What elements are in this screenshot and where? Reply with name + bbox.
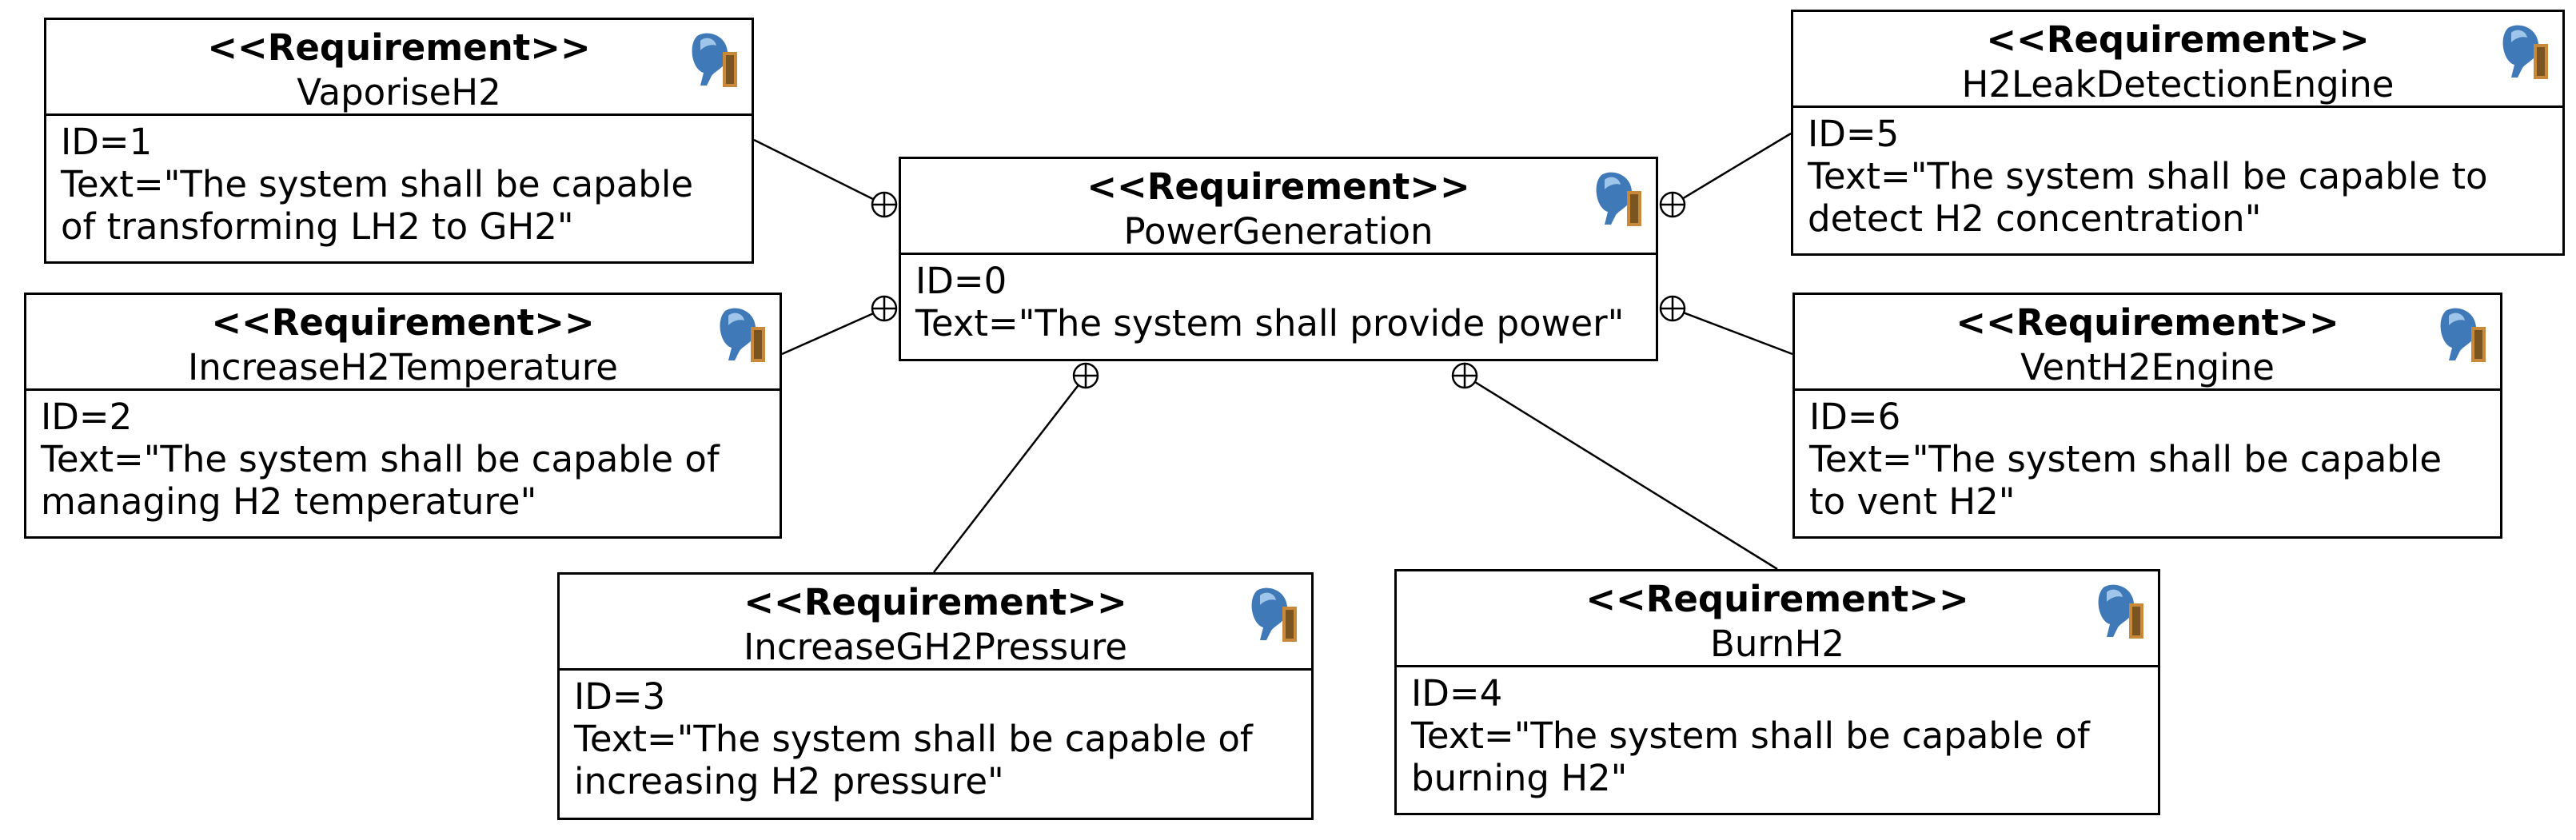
requirement-text-line: increasing H2 pressure" xyxy=(574,760,1004,802)
requirement-body: ID=5 Text="The system shall be capable t… xyxy=(1793,108,2562,240)
requirement-name: VentH2Engine xyxy=(2020,346,2275,388)
requirement-text-line: managing H2 temperature" xyxy=(41,480,537,523)
requirement-id: ID=1 xyxy=(61,121,153,163)
requirement-header: <<Requirement>> IncreaseH2Temperature xyxy=(26,295,780,391)
requirement-text-line: Text="The system shall be capable of xyxy=(1411,715,2090,757)
requirement-icon xyxy=(2431,303,2489,364)
requirement-id: ID=4 xyxy=(1411,672,1503,715)
requirement-text-line: of transforming LH2 to GH2" xyxy=(61,205,574,248)
requirement-box-temperature[interactable]: <<Requirement>> IncreaseH2Temperature ID… xyxy=(24,293,782,539)
requirement-name: PowerGeneration xyxy=(1123,210,1434,253)
requirement-text-line: Text="The system shall be capable xyxy=(61,163,694,205)
connector-line xyxy=(1683,312,1793,356)
requirement-icon xyxy=(2089,579,2147,640)
requirement-stereotype: <<Requirement>> xyxy=(211,301,595,344)
requirement-icon xyxy=(711,303,768,364)
requirement-name: BurnH2 xyxy=(1709,623,1845,665)
requirement-text-line: detect H2 concentration" xyxy=(1808,197,2262,240)
requirement-text-line: to vent H2" xyxy=(1809,480,2016,523)
requirement-box-leak[interactable]: <<Requirement>> H2LeakDetectionEngine ID… xyxy=(1791,10,2565,256)
requirement-name: VaporiseH2 xyxy=(297,71,501,113)
requirement-box-power[interactable]: <<Requirement>> PowerGeneration ID=0 Tex… xyxy=(899,157,1658,361)
requirement-name: IncreaseGH2Pressure xyxy=(744,626,1127,668)
requirement-text-line: Text="The system shall be capable xyxy=(1809,438,2442,480)
requirement-id: ID=5 xyxy=(1808,113,1900,155)
requirement-body: ID=2 Text="The system shall be capable o… xyxy=(26,391,780,523)
requirement-stereotype: <<Requirement>> xyxy=(1956,301,2339,344)
connector-line xyxy=(1474,380,1778,571)
requirement-stereotype: <<Requirement>> xyxy=(744,581,1127,623)
requirement-body: ID=3 Text="The system shall be capable o… xyxy=(560,671,1311,802)
requirement-header: <<Requirement>> H2LeakDetectionEngine xyxy=(1793,12,2562,108)
requirement-icon xyxy=(2494,20,2551,81)
requirement-icon xyxy=(683,28,740,89)
requirement-body: ID=0 Text="The system shall provide powe… xyxy=(901,255,1656,344)
requirement-header: <<Requirement>> BurnH2 xyxy=(1397,571,2158,667)
requirement-box-vent[interactable]: <<Requirement>> VentH2Engine ID=6 Text="… xyxy=(1792,293,2502,539)
requirement-stereotype: <<Requirement>> xyxy=(1087,165,1470,208)
containment-link-vent[interactable] xyxy=(1659,295,1793,356)
requirement-id: ID=0 xyxy=(915,260,1007,302)
requirement-name: H2LeakDetectionEngine xyxy=(1961,63,2395,105)
requirement-header: <<Requirement>> VaporiseH2 xyxy=(46,20,752,116)
connector-line xyxy=(781,312,874,356)
requirement-name: IncreaseH2Temperature xyxy=(188,346,618,388)
requirement-text-line: Text="The system shall be capable to xyxy=(1808,155,2488,197)
containment-link-pressure[interactable] xyxy=(933,362,1099,573)
requirement-box-burn[interactable]: <<Requirement>> BurnH2 ID=4 Text="The sy… xyxy=(1394,569,2160,815)
requirement-header: <<Requirement>> PowerGeneration xyxy=(901,159,1656,255)
requirement-header: <<Requirement>> IncreaseGH2Pressure xyxy=(560,575,1311,671)
connector-line xyxy=(753,138,875,201)
connector-line xyxy=(1682,132,1792,200)
containment-link-temperature[interactable] xyxy=(781,295,898,356)
requirement-id: ID=2 xyxy=(41,396,133,438)
requirement-stereotype: <<Requirement>> xyxy=(1585,578,1969,620)
requirement-id: ID=6 xyxy=(1809,396,1901,438)
requirement-body: ID=4 Text="The system shall be capable o… xyxy=(1397,667,2158,799)
requirement-header: <<Requirement>> VentH2Engine xyxy=(1795,295,2500,391)
requirement-stereotype: <<Requirement>> xyxy=(1986,18,2370,61)
requirement-text-line: Text="The system shall be capable of xyxy=(41,438,720,480)
containment-link-vaporise[interactable] xyxy=(753,138,898,218)
requirement-text-line: burning H2" xyxy=(1411,757,1628,799)
requirement-stereotype: <<Requirement>> xyxy=(207,26,591,69)
connector-line xyxy=(933,384,1079,573)
requirement-box-pressure[interactable]: <<Requirement>> IncreaseGH2Pressure ID=3… xyxy=(557,572,1314,820)
containment-link-burn[interactable] xyxy=(1451,362,1778,571)
requirement-box-vaporise[interactable]: <<Requirement>> VaporiseH2 ID=1 Text="Th… xyxy=(44,18,754,264)
requirement-text-line: Text="The system shall provide power" xyxy=(915,302,1625,344)
requirement-id: ID=3 xyxy=(574,675,666,718)
requirement-icon xyxy=(1587,167,1645,228)
containment-link-leak[interactable] xyxy=(1659,132,1792,218)
requirement-icon xyxy=(1242,583,1300,643)
requirement-text-line: Text="The system shall be capable of xyxy=(574,718,1253,760)
